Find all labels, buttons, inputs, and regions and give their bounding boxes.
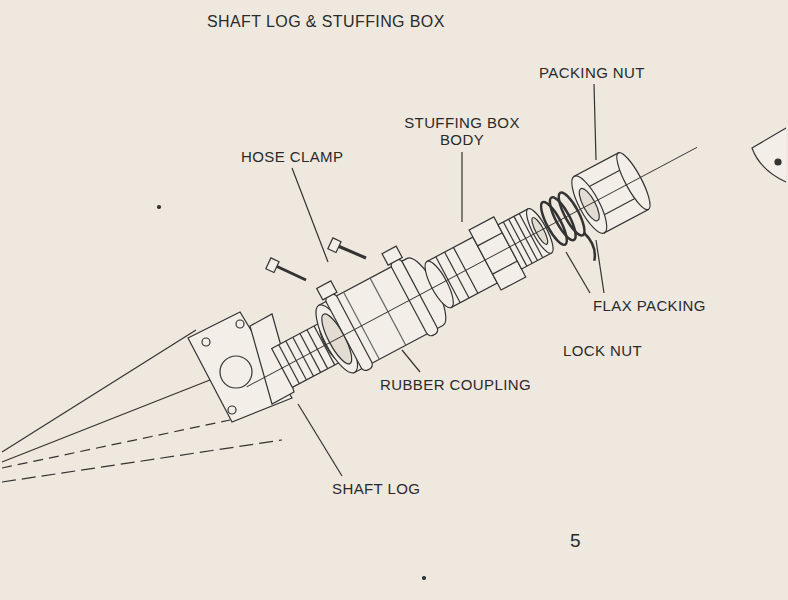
part-label: HOSE CLAMP (241, 148, 343, 165)
flange-hole (220, 356, 252, 388)
part-label: LOCK NUT (563, 342, 642, 359)
bolt-hole (202, 338, 210, 346)
part-label: PACKING NUT (539, 64, 645, 81)
leader-line (298, 404, 342, 476)
leader-line (594, 84, 596, 160)
leader-line (596, 240, 604, 293)
page-number: 5 (570, 530, 581, 552)
part-label: STUFFING BOX BODY (398, 114, 526, 148)
partial-figure (775, 159, 781, 165)
speck (158, 206, 161, 209)
part-label: RUBBER COUPLING (380, 376, 531, 393)
bolt-hole (236, 320, 244, 328)
leader-line (292, 168, 328, 262)
bolt-hole (228, 406, 236, 414)
hull-line (2, 378, 215, 462)
hose-clamp (317, 246, 442, 373)
shaft-axis (247, 147, 697, 386)
hull-line (2, 420, 230, 468)
speck (423, 577, 426, 580)
clamp-screw (266, 258, 306, 280)
part-label: SHAFT LOG (332, 480, 420, 497)
leader-line (402, 350, 420, 372)
clamp-screw (328, 238, 366, 258)
part-label: FLAX PACKING (593, 297, 706, 314)
leader-line (461, 152, 462, 222)
partial-figure (752, 128, 786, 182)
diagram-title: SHAFT LOG & STUFFING BOX (207, 12, 445, 31)
leader-line (566, 252, 590, 293)
hull-line (2, 440, 282, 482)
